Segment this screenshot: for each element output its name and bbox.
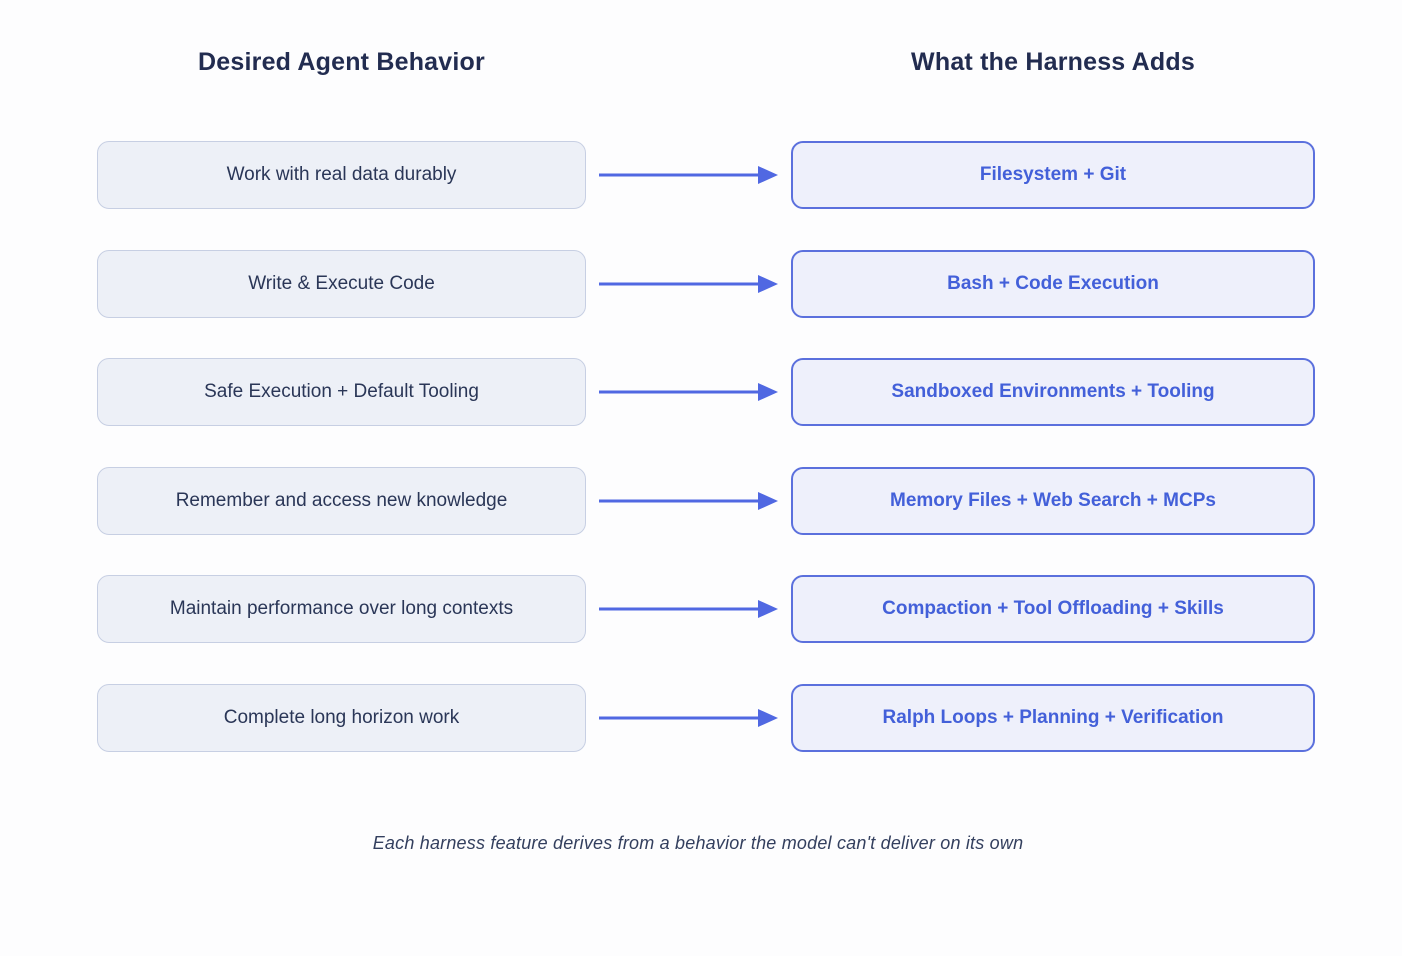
flow-arrow [586,250,791,318]
harness-box: Ralph Loops + Planning + Verification [791,683,1315,752]
behavior-box: Maintain performance over long contexts [97,575,586,643]
arrow-right-icon [599,600,778,618]
behavior-box: Remember and access new knowledge [97,466,586,535]
flow-arrow [586,684,791,752]
diagram-grid: Desired Agent Behavior What the Harness … [97,0,1315,752]
arrow-right-icon [599,708,778,727]
left-column-title: Desired Agent Behavior [198,47,485,76]
harness-box: Filesystem + Git [791,141,1315,209]
flow-arrow [586,467,791,535]
flow-arrow [586,358,791,426]
behavior-box: Work with real data durably [97,141,586,209]
header-spacer [586,0,791,101]
harness-box: Bash + Code Execution [791,249,1315,318]
harness-box: Memory Files + Web Search + MCPs [791,466,1315,535]
arrow-right-icon [599,166,778,184]
arrow-right-icon [599,383,778,401]
behavior-box: Complete long horizon work [97,683,586,752]
harness-box: Compaction + Tool Offloading + Skills [791,575,1315,643]
behavior-box: Safe Execution + Default Tooling [97,358,586,426]
behavior-box: Write & Execute Code [97,249,586,318]
arrow-right-icon [599,274,778,293]
arrow-right-icon [599,491,778,510]
flow-arrow [586,575,791,643]
diagram-caption: Each harness feature derives from a beha… [372,833,1024,853]
harness-box: Sandboxed Environments + Tooling [791,358,1315,426]
right-column-title: What the Harness Adds [911,47,1195,76]
flow-arrow [586,141,791,209]
